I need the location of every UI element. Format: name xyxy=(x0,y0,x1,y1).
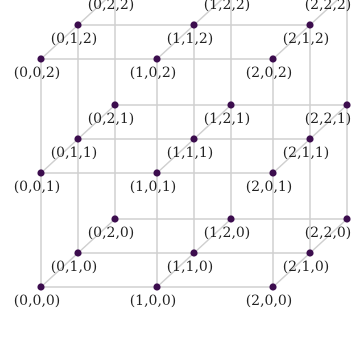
lattice-node-label-000: (0,0,0) xyxy=(14,293,61,309)
lattice-node-label-002: (0,0,2) xyxy=(14,65,61,81)
lattice-node-label-010: (0,1,0) xyxy=(51,259,98,275)
lattice-node-label-211: (2,1,1) xyxy=(283,145,330,161)
lattice-node-label-212: (2,1,2) xyxy=(283,31,330,47)
lattice-node-100 xyxy=(153,283,161,291)
lattice-edge-j-200-210 xyxy=(272,252,311,288)
lattice-edge-j-211-221 xyxy=(309,104,348,140)
lattice-node-label-202: (2,0,2) xyxy=(246,65,293,81)
lattice-edge-j-101-111 xyxy=(156,138,195,174)
lattice-node-201 xyxy=(269,169,277,177)
lattice-node-111 xyxy=(190,135,198,143)
lattice-node-001 xyxy=(37,169,45,177)
lattice-node-label-021: (0,2,1) xyxy=(88,111,135,127)
lattice-node-121 xyxy=(227,101,235,109)
lattice-node-000 xyxy=(37,283,45,291)
lattice-node-020 xyxy=(111,215,119,223)
lattice-node-021 xyxy=(111,101,119,109)
lattice-edge-j-012-022 xyxy=(77,0,107,26)
lattice-edge-j-212-222 xyxy=(309,0,339,26)
lattice-node-211 xyxy=(306,135,314,143)
lattice-node-label-100: (1,0,0) xyxy=(130,293,177,309)
lattice-node-label-001: (0,0,1) xyxy=(14,179,61,195)
lattice-node-label-112: (1,1,2) xyxy=(167,31,214,47)
lattice-nodes xyxy=(37,21,351,291)
lattice-node-label-120: (1,2,0) xyxy=(204,225,251,241)
lattice-node-120 xyxy=(227,215,235,223)
lattice-node-label-222: (2,2,2) xyxy=(305,0,352,13)
lattice-edge-j-010-020 xyxy=(77,218,116,254)
lattice-node-label-200: (2,0,0) xyxy=(246,293,293,309)
lattice-node-label-201: (2,0,1) xyxy=(246,179,293,195)
lattice-node-label-022: (0,2,2) xyxy=(88,0,135,13)
lattice-edge-j-000-010 xyxy=(40,252,79,288)
lattice-node-label-020: (0,2,0) xyxy=(88,225,135,241)
lattice-node-012 xyxy=(74,21,82,29)
lattice-edge-j-210-220 xyxy=(309,218,348,254)
lattice-node-label-122: (1,2,2) xyxy=(204,0,251,13)
lattice-node-011 xyxy=(74,135,82,143)
lattice-node-002 xyxy=(37,55,45,63)
lattice-node-label-121: (1,2,1) xyxy=(204,111,251,127)
lattice-edge-j-002-012 xyxy=(40,24,79,60)
lattice-node-112 xyxy=(190,21,198,29)
lattice-edge-j-201-211 xyxy=(272,138,311,174)
lattice-node-label-221: (2,2,1) xyxy=(305,111,352,127)
lattice-labels: (0,0,0) (1,0,0) (2,0,0) (0,1,0) (1,1,0) (2,1,… xyxy=(14,0,352,309)
lattice-node-221 xyxy=(343,101,351,109)
lattice-edge-j-011-021 xyxy=(77,104,116,140)
lattice-edge-j-202-212 xyxy=(272,24,311,60)
lattice-edges xyxy=(40,0,348,288)
lattice-node-label-220: (2,2,0) xyxy=(305,225,352,241)
lattice-node-label-210: (2,1,0) xyxy=(283,259,330,275)
lattice-node-220 xyxy=(343,215,351,223)
lattice-node-210 xyxy=(306,249,314,257)
lattice-edge-j-112-122 xyxy=(193,0,223,26)
lattice-node-label-110: (1,1,0) xyxy=(167,259,214,275)
lattice-edge-j-110-120 xyxy=(193,218,232,254)
lattice-edge-j-102-112 xyxy=(156,24,195,60)
lattice-edge-j-111-121 xyxy=(193,104,232,140)
lattice-node-label-101: (1,0,1) xyxy=(130,179,177,195)
lattice-edge-j-001-011 xyxy=(40,138,79,174)
lattice-node-110 xyxy=(190,249,198,257)
lattice-node-212 xyxy=(306,21,314,29)
lattice-node-label-111: (1,1,1) xyxy=(167,145,214,161)
lattice-node-101 xyxy=(153,169,161,177)
lattice-node-202 xyxy=(269,55,277,63)
lattice-edge-j-100-110 xyxy=(156,252,195,288)
lattice-node-label-012: (0,1,2) xyxy=(51,31,98,47)
lattice-node-label-102: (1,0,2) xyxy=(130,65,177,81)
lattice-node-label-011: (0,1,1) xyxy=(51,145,98,161)
lattice-node-102 xyxy=(153,55,161,63)
lattice-node-010 xyxy=(74,249,82,257)
lattice-node-200 xyxy=(269,283,277,291)
